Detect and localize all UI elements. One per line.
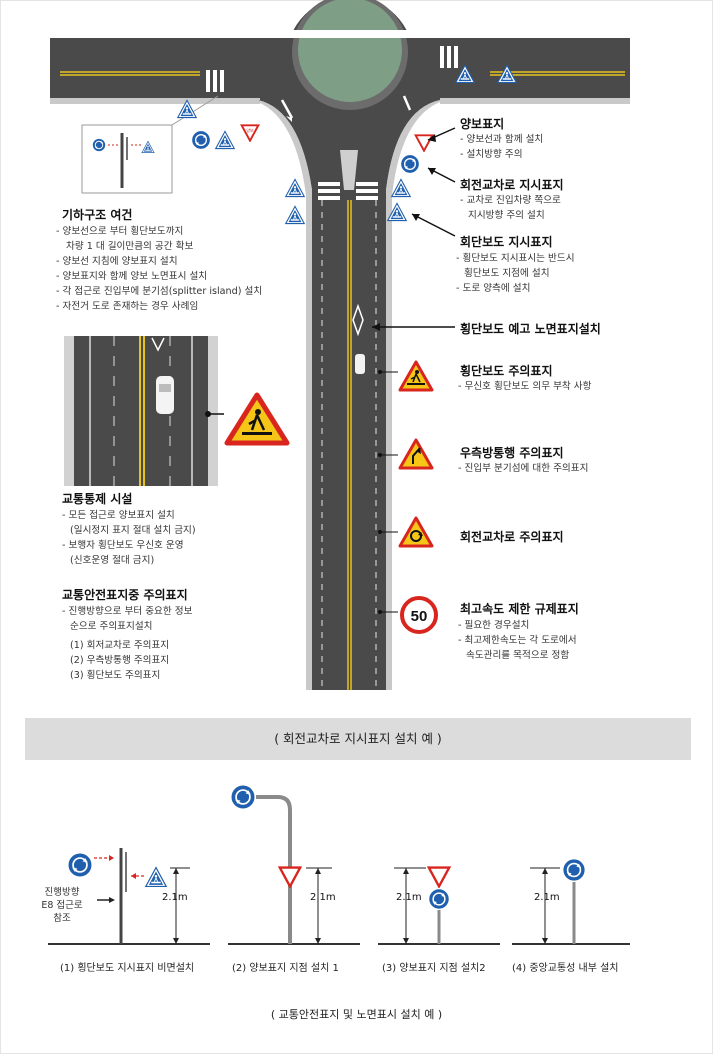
side-note-line: 진행방향 [44, 887, 80, 898]
footer-caption: ( 교통안전표지 및 노면표시 설치 예 ) [270, 1008, 443, 1021]
crosswalk-caution-heading: 횡단보도 주의표지 [460, 364, 553, 378]
speed-limit-note: - 최고제한속도는 각 도로에서 [458, 635, 577, 646]
lane-closeup-image [64, 336, 224, 486]
caution-signs-notes: - 진행방향으로 부터 중요한 정보 순으로 주의표지설치 (1) 회저교차로 … [62, 604, 192, 683]
traffic-control-heading: 교통통제 시설 [62, 492, 133, 506]
install-examples-diagram [48, 784, 630, 945]
speed-limit-note: - 필요한 경우설치 [458, 620, 530, 631]
geometry-note: - 양보선 지침에 양보표지 설치 [56, 256, 178, 267]
traffic-control-note: - 모든 접근로 양보표지 설치 [62, 510, 175, 521]
traffic-control-note: (신호운영 절대 금지) [70, 555, 155, 566]
install-caption-4: (4) 중앙교통성 내부 설치 [512, 963, 619, 974]
speed-limit-heading: 최고속도 제한 규제표지 [460, 602, 579, 616]
crosswalk-direction-heading: 회단보도 지시표지 [460, 235, 553, 249]
yield-sign-heading: 양보표지 [460, 117, 505, 131]
yield-sign-notes: - 양보선과 함께 설치 - 설치방향 주의 [460, 132, 543, 162]
crosswalk-caution-sign [398, 360, 434, 392]
approach-side-note: 진행방향 E8 접근로 참조 [32, 886, 92, 925]
height-label-2: 2.1m [310, 892, 336, 903]
roundabout-direction-note: - 교차로 진입차량 쪽으로 [460, 195, 561, 206]
height-label-4: 2.1m [534, 892, 560, 903]
yield-sign-note: - 양보선과 함께 설치 [460, 134, 544, 145]
caution-signs-note: (2) 우측방통행 주의표지 [70, 655, 170, 666]
roundabout-caution-sign [398, 516, 434, 548]
speed-limit-sign: 50 [400, 596, 438, 634]
crosswalk-caution-notes: - 무신호 횡단보도 의무 부착 사항 [458, 379, 591, 394]
caution-signs-note: (1) 회저교차로 주의표지 [70, 640, 170, 651]
speed-limit-note: 속도관리를 목적으로 정함 [466, 650, 570, 661]
speed-limit-notes: - 필요한 경우설치 - 최고제한속도는 각 도로에서 속도관리를 목적으로 정… [458, 618, 577, 663]
crosswalk-direction-notes: - 횡단보도 지시표시는 반드시 횡단보도 지점에 설치 - 도로 양측에 설치 [456, 251, 575, 296]
crosswalk-marking-heading: 횡단보도 예고 노면표지설치 [460, 322, 601, 336]
side-note-line: 참조 [53, 913, 71, 924]
geometry-note: - 양보선으로 부터 횡단보도까지 [56, 226, 184, 237]
crosswalk-direction-note: 횡단보도 지점에 설치 [464, 268, 550, 279]
caution-signs-note: 순으로 주의표지설치 [70, 621, 153, 632]
keep-right-caution-heading: 우측방통행 주의표지 [460, 446, 564, 460]
side-note-line: E8 접근로 [41, 900, 83, 911]
roundabout-direction-note: 지시방향 주의 설치 [468, 210, 545, 221]
crosswalk-direction-note: - 횡단보도 지시표시는 반드시 [456, 253, 575, 264]
geometry-heading: 기하구조 여건 [62, 208, 133, 222]
keep-right-caution-notes: - 진입부 분기섬에 대한 주의표지 [458, 461, 588, 476]
caution-signs-note: - 진행방향으로 부터 중요한 정보 [62, 606, 193, 617]
traffic-control-note: - 보행자 횡단보도 우신호 운영 [62, 540, 184, 551]
traffic-control-notes: - 모든 접근로 양보표지 설치 (일시정지 표지 절대 설치 금지) - 보행… [62, 508, 196, 568]
install-caption-2: (2) 양보표지 지점 설치 1 [232, 963, 339, 974]
geometry-note: 차량 1 대 길이만큼의 공간 확보 [66, 241, 194, 252]
caution-signs-heading: 교통안전표지중 주의표지 [62, 588, 188, 602]
svg-text:양보: 양보 [246, 127, 254, 133]
crosswalk-caution-large-sign [224, 392, 290, 446]
keep-right-caution-sign [398, 438, 434, 470]
svg-text:50: 50 [411, 608, 428, 625]
height-label-3: 2.1m [396, 892, 422, 903]
banner-title: ( 회전교차로 지시표지 설치 예 ) [274, 731, 442, 746]
roundabout-caution-heading: 회전교차로 주의표지 [460, 530, 564, 544]
roundabout-direction-heading: 회전교차로 지시표지 [460, 178, 564, 192]
keep-right-caution-note: - 진입부 분기섬에 대한 주의표지 [458, 463, 589, 474]
yield-sign-note: - 설치방향 주의 [460, 149, 523, 160]
install-caption-1: (1) 횡단보도 지시표지 비면설치 [60, 963, 195, 974]
geometry-notes: - 양보선으로 부터 횡단보도까지 차량 1 대 길이만큼의 공간 확보 - 양… [56, 224, 262, 314]
traffic-control-note: (일시정지 표지 절대 설치 금지) [70, 525, 196, 536]
crosswalk-direction-note: - 도로 양측에 설치 [456, 283, 531, 294]
geometry-note: - 양보표지와 함께 양보 노면표시 설치 [56, 271, 208, 282]
height-label-1: 2.1m [162, 892, 188, 903]
install-caption-3: (3) 양보표지 지점 설치2 [382, 963, 486, 974]
geometry-note: - 각 접근로 진입부에 분기섬(splitter island) 설치 [56, 286, 263, 297]
yield-sign-label-left: 양보 [246, 127, 254, 133]
roundabout-road-diagram [50, 0, 630, 690]
caution-signs-note: (3) 횡단보도 주의표지 [70, 670, 161, 681]
geometry-note: - 자전거 도로 존재하는 경우 사례임 [56, 301, 199, 312]
crosswalk-caution-note: - 무신호 횡단보도 의무 부착 사항 [458, 381, 592, 392]
roundabout-direction-notes: - 교차로 진입차량 쪽으로 지시방향 주의 설치 [460, 193, 561, 223]
section-banner: ( 회전교차로 지시표지 설치 예 ) [25, 718, 691, 760]
